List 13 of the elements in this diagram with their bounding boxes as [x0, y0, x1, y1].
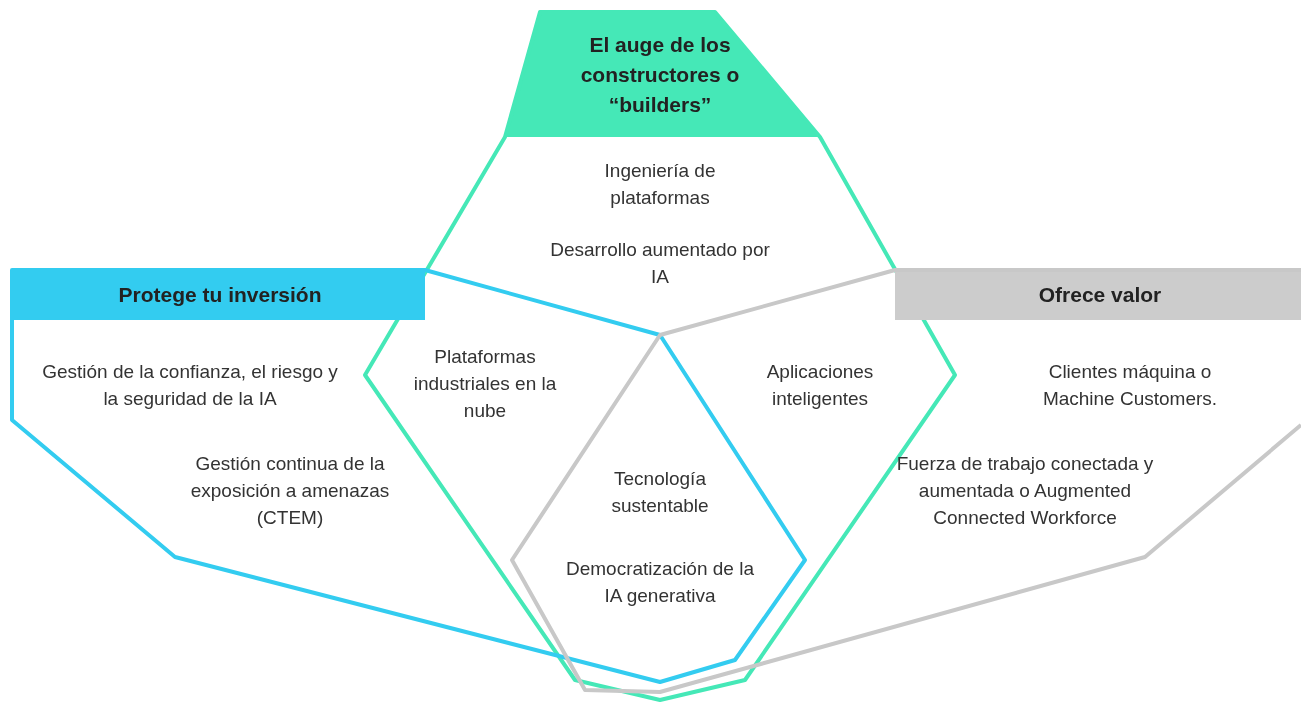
trend-text: Tecnología sustentable — [610, 467, 710, 518]
trend-text: Ingeniería de plataformas — [603, 159, 717, 210]
section-heading: El auge de los constructores o “builders” — [579, 32, 741, 118]
trend-text: Gestión de la confianza, el riesgo y la seguridad de la IA — [41, 360, 339, 411]
trend-text: Fuerza de trabajo conectada y aumentada o Augmented Connected Workforce — [895, 452, 1155, 530]
trend-text: Desarrollo aumentado por IA — [550, 238, 770, 289]
trend-text: Gestión continua de la exposición a amenazas (CTEM) — [189, 452, 391, 530]
trend-text: Clientes máquina o Machine Customers. — [1041, 360, 1219, 411]
trend-text: Plataformas industriales en la nube — [412, 345, 558, 423]
trend-text: Democratización de la IA generativa — [565, 557, 755, 608]
section-heading: Protege tu inversión — [117, 282, 323, 308]
trend-text: Aplicaciones inteligentes — [765, 360, 875, 411]
section-heading: Ofrece valor — [1037, 282, 1163, 308]
